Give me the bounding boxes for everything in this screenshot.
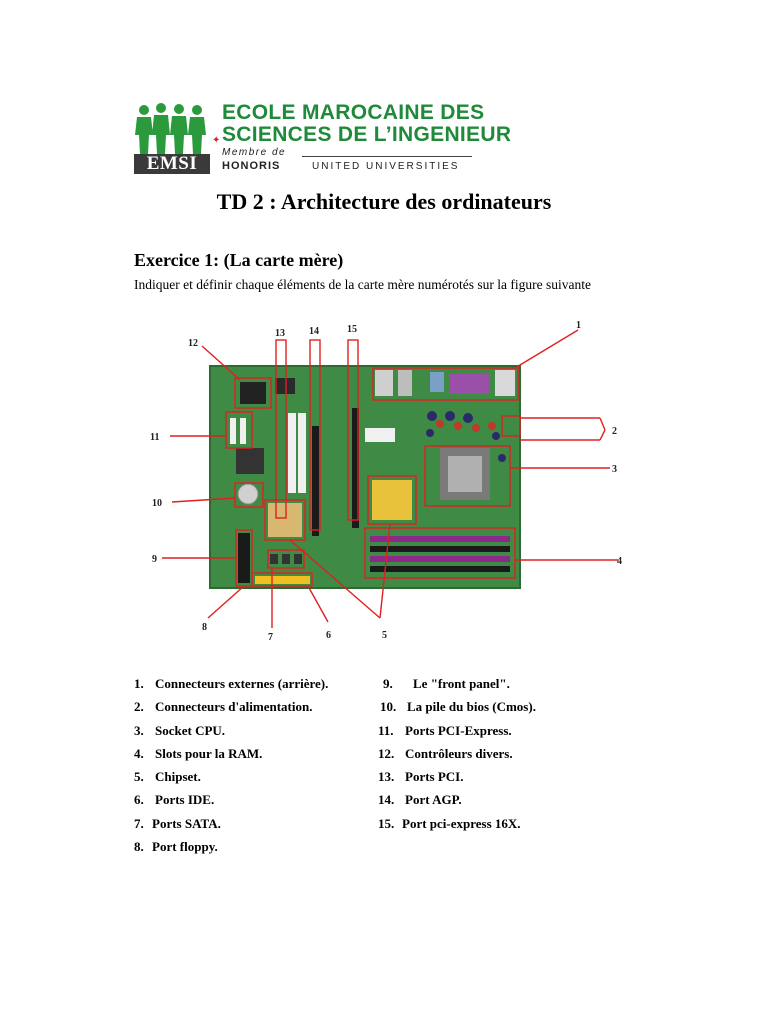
exercise-instruction: Indiquer et définir chaque éléments de l… — [134, 277, 591, 292]
figure-label-11: 11 — [150, 432, 159, 443]
list-item: 11.Ports PCI-Express. — [378, 722, 512, 738]
figure-label-14: 14 — [309, 326, 319, 337]
list-item: 14.Port AGP. — [378, 792, 462, 808]
figure-label-12: 12 — [188, 338, 198, 349]
people-silhouette-icon — [134, 102, 210, 154]
motherboard-figure: 1 2 3 4 5 6 7 8 9 10 11 12 13 14 15 — [150, 320, 622, 643]
list-item: 2.Connecteurs d'alimentation. — [134, 699, 313, 715]
motherboard-image — [209, 365, 521, 589]
logo-line-1: ECOLE MAROCAINE DES — [222, 101, 485, 124]
figure-label-4: 4 — [617, 556, 622, 567]
list-item: 6.Ports IDE. — [134, 792, 215, 808]
figure-label-7: 7 — [268, 632, 273, 643]
school-logo: EMSI ✦ ECOLE MAROCAINE DES SCIENCES DE L… — [134, 101, 511, 174]
document-title: TD 2 : Architecture des ordinateurs — [216, 189, 552, 214]
figure-label-3: 3 — [612, 464, 617, 475]
figure-label-9: 9 — [152, 554, 157, 565]
emsi-wordmark: EMSI — [134, 154, 210, 174]
logo-united: UNITED UNIVERSITIES — [312, 161, 460, 172]
list-item: 15.Port pci-express 16X. — [378, 815, 521, 831]
figure-label-10: 10 — [152, 498, 162, 509]
list-item: 1.Connecteurs externes (arrière). — [134, 676, 329, 691]
figure-label-13: 13 — [275, 328, 285, 339]
figure-label-1: 1 — [576, 320, 581, 331]
annotation-overlay — [162, 329, 618, 628]
red-star-icon: ✦ — [212, 135, 221, 146]
list-item: 10.La pile du bios (Cmos). — [380, 699, 536, 715]
figure-label-15: 15 — [347, 324, 357, 335]
logo-membre: Membre de — [222, 147, 287, 158]
list-item: 3.Socket CPU. — [134, 722, 226, 738]
list-item: 13.Ports PCI. — [378, 769, 464, 785]
list-item: 8.Port floppy. — [134, 839, 218, 855]
list-item: 4.Slots pour la RAM. — [134, 745, 263, 761]
logo-line-2: SCIENCES DE L’INGENIEUR — [222, 123, 512, 146]
list-item: 7.Ports SATA. — [134, 815, 221, 831]
legend-list-left: 1.Connecteurs externes (arrière). 2.Conn… — [134, 674, 328, 860]
logo-honoris: HONORIS — [222, 160, 281, 172]
figure-label-2: 2 — [612, 426, 617, 437]
list-item: 12.Contrôleurs divers. — [378, 745, 513, 761]
list-item: 5.Chipset. — [134, 769, 201, 785]
logo-divider — [302, 156, 472, 157]
legend-list-right: 9.Le "front panel". 10.La pile du bios (… — [378, 674, 536, 837]
exercise-title: Exercice 1: (La carte mère) — [134, 250, 344, 270]
figure-label-6: 6 — [326, 630, 331, 641]
list-item: 9.Le "front panel". — [383, 676, 510, 691]
figure-label-8: 8 — [202, 622, 207, 633]
figure-label-5: 5 — [382, 630, 387, 641]
